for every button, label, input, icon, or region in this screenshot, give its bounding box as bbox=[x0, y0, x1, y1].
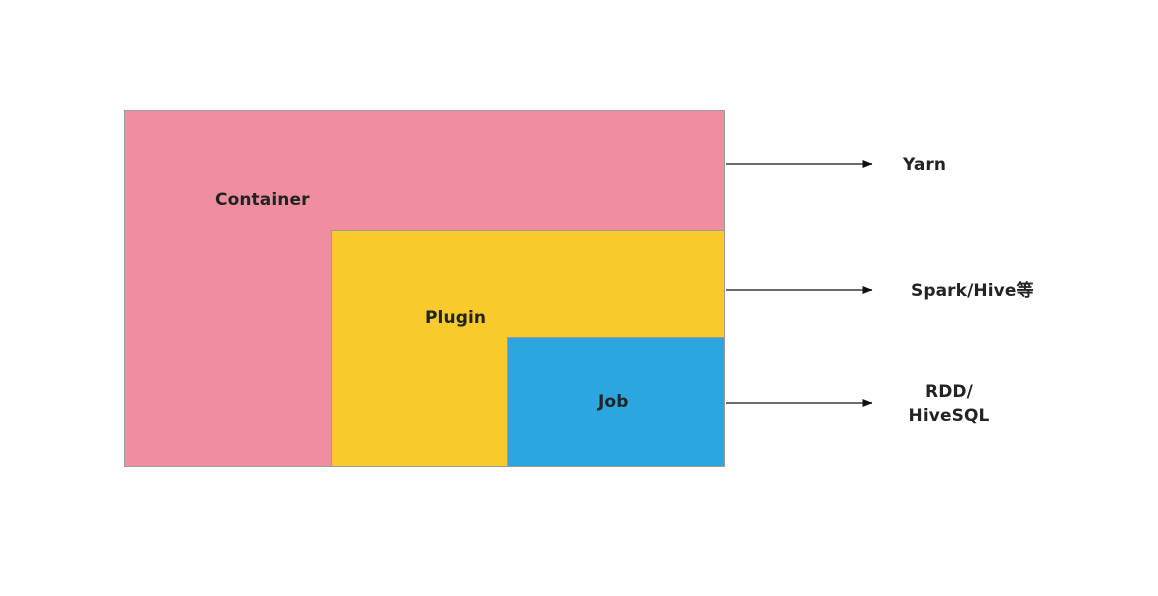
callout-label-rdd-hivesql: RDD/ HiveSQL bbox=[908, 382, 990, 426]
box-label-plugin: Plugin bbox=[425, 308, 487, 328]
callout-label-spark-hive: Spark/Hive等 bbox=[911, 281, 1034, 301]
callout-label-yarn: Yarn bbox=[903, 155, 947, 175]
box-label-job: Job bbox=[598, 392, 629, 412]
box-label-container: Container bbox=[215, 190, 310, 210]
box-job[interactable] bbox=[507, 337, 725, 467]
